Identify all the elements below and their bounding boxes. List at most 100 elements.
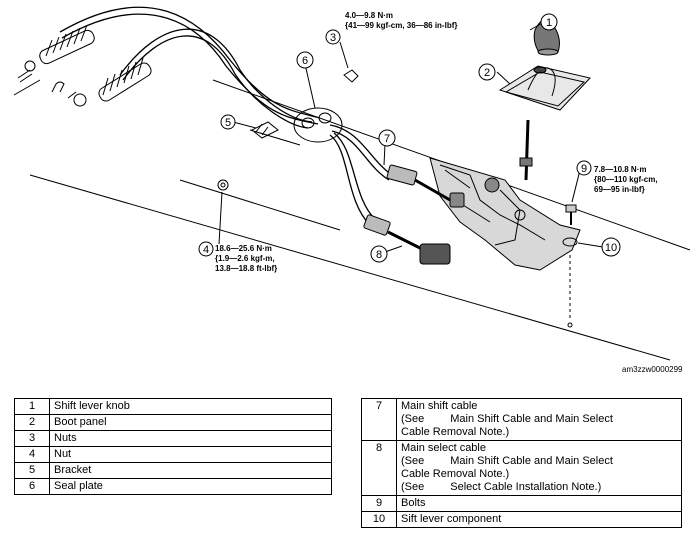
leader-8 (384, 245, 403, 253)
floor-line-2 (179, 179, 341, 231)
legend-line: (See Main Shift Cable and Main Select (401, 455, 677, 468)
cable-main-select (119, 28, 377, 226)
legend-line: Cable Removal Note.) (401, 426, 510, 438)
legend-number: 1 (14, 398, 50, 415)
shift-lever-rod (524, 119, 530, 181)
torque-4-line1: 18.6—25.6 N·m (215, 244, 272, 253)
legend-number: 7 (361, 398, 397, 441)
callout-6: 6 (296, 51, 314, 69)
callout-circle (540, 13, 558, 31)
shift-lever-component (429, 157, 581, 271)
reference-link[interactable]: Main Shift Cable and Main Select (450, 413, 613, 425)
callout-number: 8 (376, 249, 382, 261)
callout-circle (198, 241, 214, 257)
legend-line: Main shift cable (401, 400, 478, 412)
callout-7: 7 (378, 129, 396, 147)
legend-number: 8 (361, 440, 397, 496)
callout-number: 4 (203, 244, 209, 256)
callout-circle (378, 129, 396, 147)
legend-number: 4 (14, 446, 50, 463)
cable-8-end (363, 214, 451, 265)
callout-number: 1 (546, 17, 552, 29)
leader-4 (218, 191, 223, 245)
reference-link[interactable]: Main Shift Cable and Main Select (450, 455, 613, 467)
floor-edge-lower (29, 174, 671, 361)
legend-line: (See Select Cable Installation Note.) (401, 481, 677, 494)
legend-number: 5 (14, 462, 50, 479)
legend-line: Sift lever component (401, 513, 502, 525)
callout-2: 2 (478, 63, 496, 81)
callout-10: 10 (601, 237, 621, 257)
legend-row: 7 Main shift cable(See Main Shift Cable an… (361, 398, 682, 441)
seal-plate (293, 107, 343, 143)
leader-7 (383, 143, 386, 166)
torque-4-line3: 13.8—18.8 ft-lbf} (215, 264, 277, 273)
cable-end-lower (73, 93, 87, 107)
torque-9-line3: 69—95 in-lbf} (594, 185, 645, 194)
callout-3: 3 (325, 29, 341, 45)
leader-5 (232, 121, 257, 129)
callout-circle (370, 245, 388, 263)
callout-4: 4 (198, 241, 214, 257)
legend-text: Shift lever knob (49, 398, 332, 415)
callout-circle (478, 63, 496, 81)
cable-7-end (386, 164, 465, 208)
callout-number: 9 (581, 163, 587, 175)
legend-text: Nut (49, 446, 332, 463)
callout-number: 7 (384, 133, 390, 145)
see-prefix: (See (401, 455, 425, 467)
callout-circle (296, 51, 314, 69)
torque-9-line2: {80—110 kgf-cm, (594, 175, 658, 184)
legend-number: 2 (14, 414, 50, 431)
callout-circle (601, 237, 621, 257)
see-prefix: (See (401, 413, 425, 425)
callout-number: 3 (330, 32, 336, 44)
legend-text: Seal plate (49, 478, 332, 495)
callout-circle (325, 29, 341, 45)
torque-4-line2: {1.9—2.6 kgf-m, (215, 254, 275, 263)
legend-text: Main shift cable(See Main Shift Cable and… (396, 398, 682, 441)
legend-text: Boot panel (49, 414, 332, 431)
torque-9-line1: 7.8—10.8 N·m (594, 165, 646, 174)
legend-text: Bolts (396, 495, 682, 512)
legend-number: 3 (14, 430, 50, 447)
legend-text: Bracket (49, 462, 332, 479)
torque-3-line2: {41—99 kgf-cm, 36—86 in-lbf} (345, 21, 457, 30)
leader-6 (304, 63, 316, 109)
cable-end-upper (24, 60, 36, 72)
cable-boot-upper (39, 24, 95, 65)
bolt-9-shape (565, 204, 577, 225)
see-prefix: (See (401, 481, 425, 493)
legend-line: Main select cable (401, 442, 486, 454)
leader-9 (571, 169, 581, 203)
legend-number: 6 (14, 478, 50, 495)
bracket (251, 121, 279, 139)
image-code: am3zzw0000299 (622, 365, 683, 374)
legend-text: Sift lever component (396, 511, 682, 528)
callout-number: 6 (302, 55, 308, 67)
boot-panel (498, 65, 591, 111)
callout-5: 5 (220, 114, 236, 130)
nut-3-shape (343, 69, 359, 83)
leader-2 (496, 71, 511, 85)
legend-text: Nuts (49, 430, 332, 447)
legend-line: Cable Removal Note.) (401, 468, 510, 480)
reference-link[interactable]: Select Cable Installation Note.) (450, 481, 602, 493)
nut-4-shape (217, 179, 229, 191)
callout-8: 8 (370, 245, 388, 263)
leader-3 (339, 41, 349, 69)
legend-number: 10 (361, 511, 397, 528)
legend-line: (See Main Shift Cable and Main Select (401, 413, 677, 426)
legend-line: Bolts (401, 497, 426, 509)
